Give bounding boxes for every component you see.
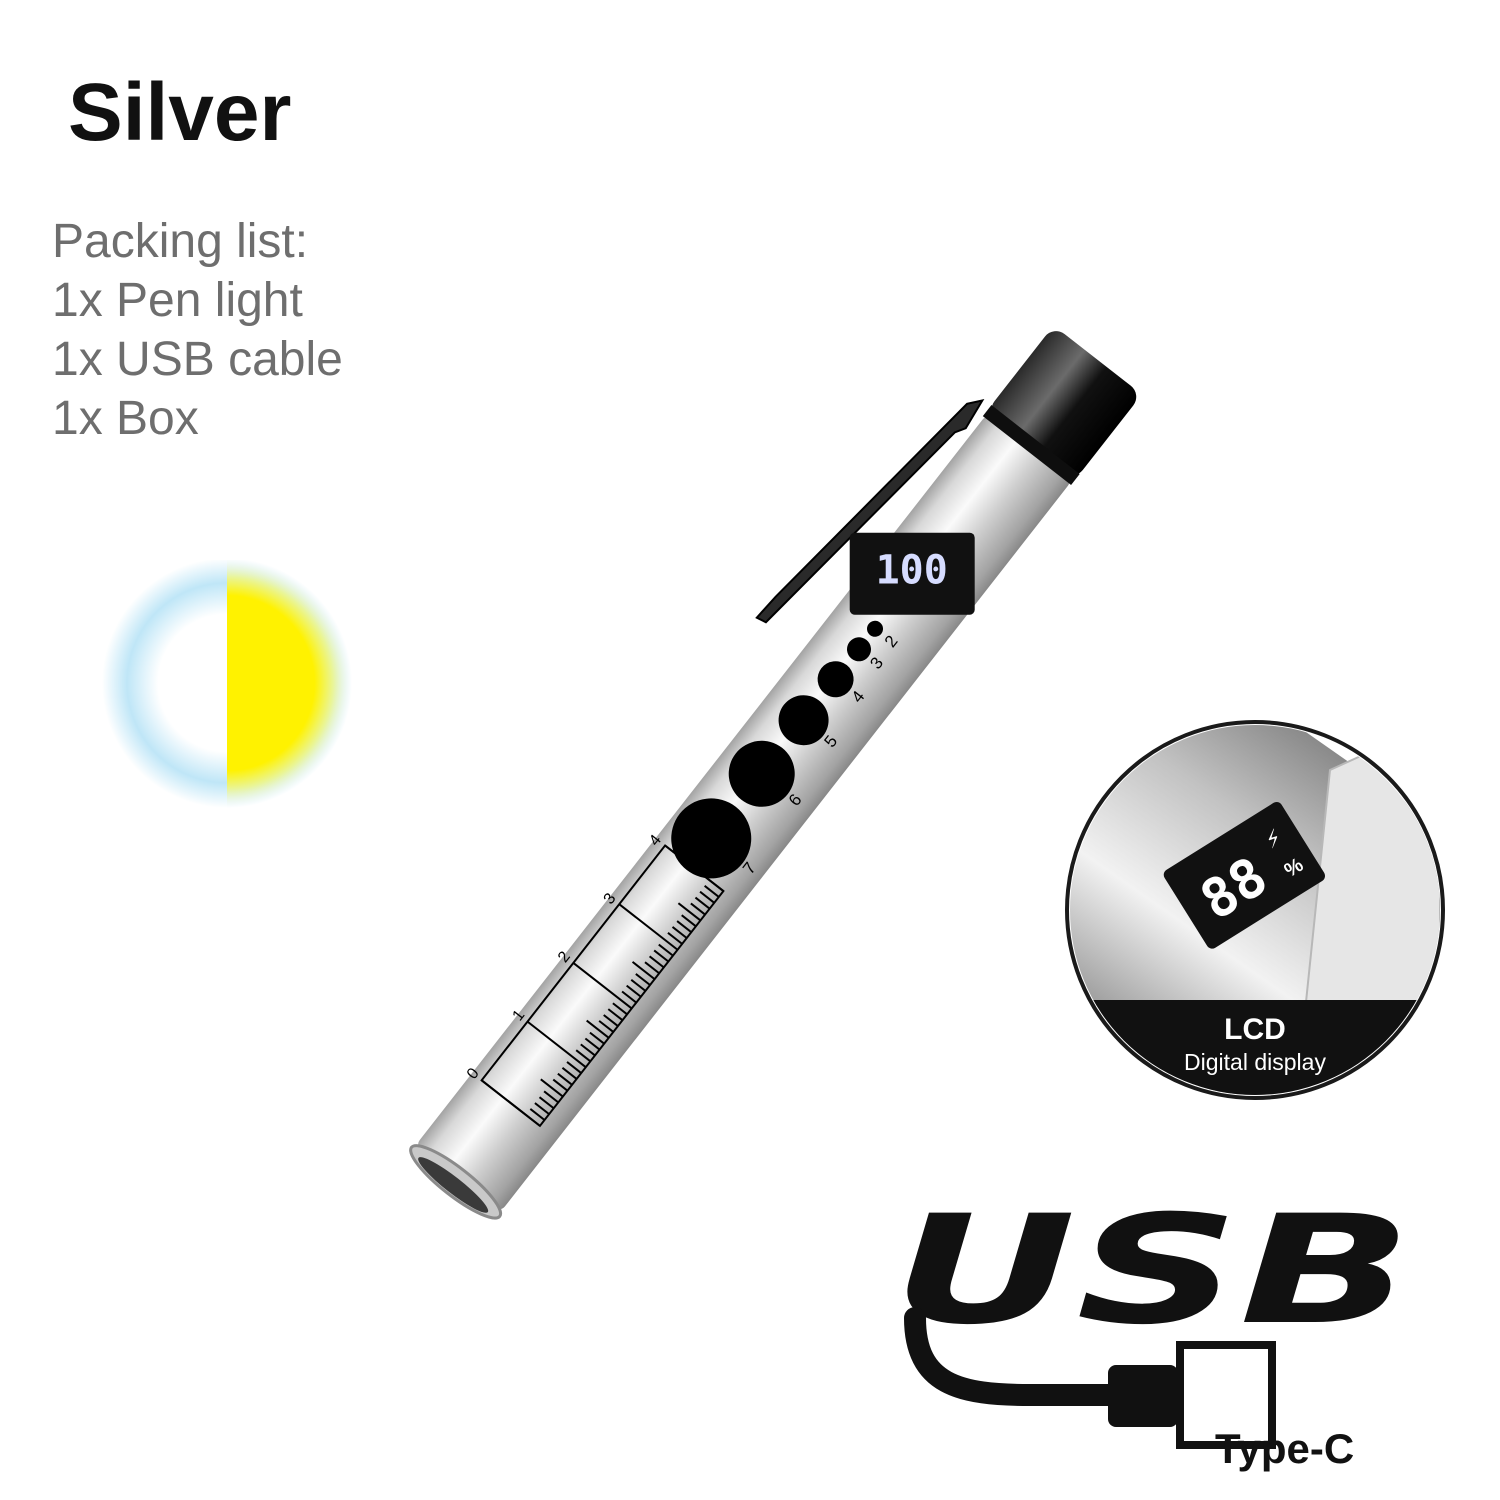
ruler-tick (540, 1078, 564, 1098)
ruler-tick (575, 1049, 592, 1063)
ruler-tick (534, 1102, 550, 1115)
ruler-tick (648, 955, 665, 969)
ruler-tick (566, 1061, 582, 1074)
ruler-tick (557, 1072, 573, 1086)
packing-list-item: 1x USB cable (52, 333, 343, 386)
product-color-title: Silver (68, 67, 292, 158)
usb-logo: USB (892, 1184, 1412, 1358)
packing-list-heading: Packing list: (52, 215, 309, 268)
lcd-zoom-callout: 88 ⚡ % (1065, 720, 1445, 1100)
ruler-tick (580, 1043, 596, 1057)
ruler-tick (572, 962, 633, 1010)
ruler-tick (671, 926, 688, 939)
ruler-tick (586, 1019, 610, 1039)
ruler-tick (538, 1096, 555, 1110)
ruler-tick (690, 902, 706, 916)
type-c-label: Type-C (1215, 1425, 1355, 1472)
ruler-tick (584, 1037, 601, 1051)
lcd-caption-title: LCD (1224, 1013, 1286, 1046)
ruler-tick (699, 890, 715, 904)
ruler-tick (677, 902, 702, 922)
ruler-tick (658, 943, 674, 957)
light-color-icon (102, 560, 352, 808)
ruler-scale: 0 1 2 3 4 (464, 832, 725, 1128)
ruler-tick (626, 984, 642, 998)
ruler-tick (676, 920, 692, 933)
ruler-tick (704, 885, 720, 898)
battery-lcd: 100 (849, 532, 975, 615)
ruler-tick (481, 1079, 541, 1127)
ruler-tick (552, 1078, 569, 1092)
ruler-tick (543, 1090, 559, 1104)
ruler-tick (664, 844, 725, 892)
ruler-tick (598, 1020, 614, 1033)
ruler-tick (603, 1014, 619, 1027)
packing-list: Packing list: 1x Pen light 1x USB cable … (52, 212, 343, 448)
lcd-caption-subtitle: Digital display (1184, 1049, 1326, 1075)
ruler-tick (529, 1108, 546, 1121)
ruler-tick (635, 973, 651, 986)
ruler-tick (612, 1002, 628, 1016)
ruler-tick (644, 961, 660, 975)
battery-percent-readout: 100 (876, 548, 948, 594)
usb-cable-icon: USB (892, 1184, 1412, 1449)
ruler-tick (630, 978, 647, 992)
pocket-clip (755, 399, 985, 624)
ruler-tick (561, 1067, 578, 1080)
packing-list-item: 1x Pen light (52, 274, 303, 327)
ruler-tick (667, 932, 683, 945)
ruler-tick (526, 1020, 587, 1068)
ruler-tick (681, 914, 697, 928)
ruler-tick (618, 903, 679, 951)
ruler-tick (621, 990, 637, 1004)
pen-light: 100 7 6 5 4 3 2 0 1 2 3 4 (409, 331, 1137, 1220)
ruler-tick (694, 896, 711, 910)
ruler-tick (631, 961, 656, 980)
ruler-tick (653, 949, 669, 963)
lcd-caption: LCD Digital display (1130, 1012, 1380, 1076)
packing-list-item: 1x Box (52, 392, 199, 445)
ruler-tick (607, 1008, 624, 1021)
ruler-tick (589, 1031, 605, 1045)
